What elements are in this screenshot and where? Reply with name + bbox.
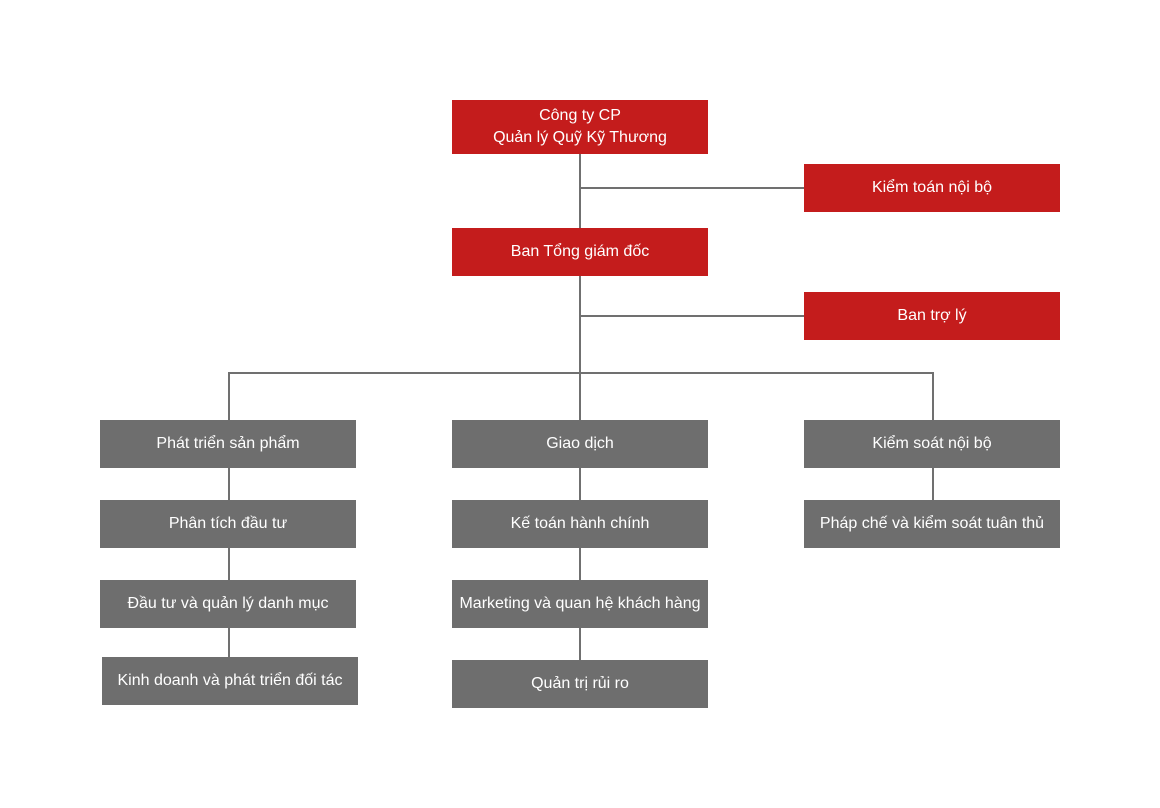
internal-audit-box: Kiểm toán nội bộ — [804, 164, 1060, 212]
trading-label: Giao dịch — [546, 435, 614, 452]
assistant-board-box: Ban trợ lý — [804, 292, 1060, 340]
company-name-line2: Quản lý Quỹ Kỹ Thương — [493, 129, 667, 146]
portfolio-management-box: Đầu tư và quản lý danh mục — [100, 580, 356, 628]
product-development-label: Phát triển sản phẩm — [156, 435, 300, 452]
risk-management-label: Quản trị rủi ro — [531, 675, 629, 692]
board-of-directors-label: Ban Tổng giám đốc — [510, 243, 650, 260]
investment-analysis-box: Phân tích đầu tư — [100, 500, 356, 548]
internal-control-box: Kiểm soát nội bộ — [804, 420, 1060, 468]
company-box: Công ty CP Quản lý Quỹ Kỹ Thương — [452, 100, 708, 154]
trading-box: Giao dịch — [452, 420, 708, 468]
marketing-customer-relations-box: Marketing và quan hệ khách hàng — [452, 580, 708, 628]
business-partner-development-box: Kinh doanh và phát triển đối tác — [102, 657, 358, 705]
product-development-box: Phát triển sản phẩm — [100, 420, 356, 468]
marketing-customer-relations-label: Marketing và quan hệ khách hàng — [459, 595, 701, 612]
internal-audit-label: Kiểm toán nội bộ — [871, 179, 993, 196]
legal-compliance-label: Pháp chế và kiểm soát tuân thủ — [819, 515, 1045, 532]
company-name-line1: Công ty CP — [539, 107, 621, 124]
internal-control-label: Kiểm soát nội bộ — [872, 435, 992, 452]
board-of-directors-box: Ban Tổng giám đốc — [452, 228, 708, 276]
assistant-board-label: Ban trợ lý — [897, 307, 967, 324]
investment-analysis-label: Phân tích đầu tư — [168, 515, 288, 532]
risk-management-box: Quản trị rủi ro — [452, 660, 708, 708]
accounting-admin-box: Kế toán hành chính — [452, 500, 708, 548]
portfolio-management-label: Đầu tư và quản lý danh mục — [127, 595, 329, 612]
legal-compliance-box: Pháp chế và kiểm soát tuân thủ — [804, 500, 1060, 548]
accounting-admin-label: Kế toán hành chính — [510, 515, 650, 532]
business-partner-development-label: Kinh doanh và phát triển đối tác — [117, 672, 343, 689]
